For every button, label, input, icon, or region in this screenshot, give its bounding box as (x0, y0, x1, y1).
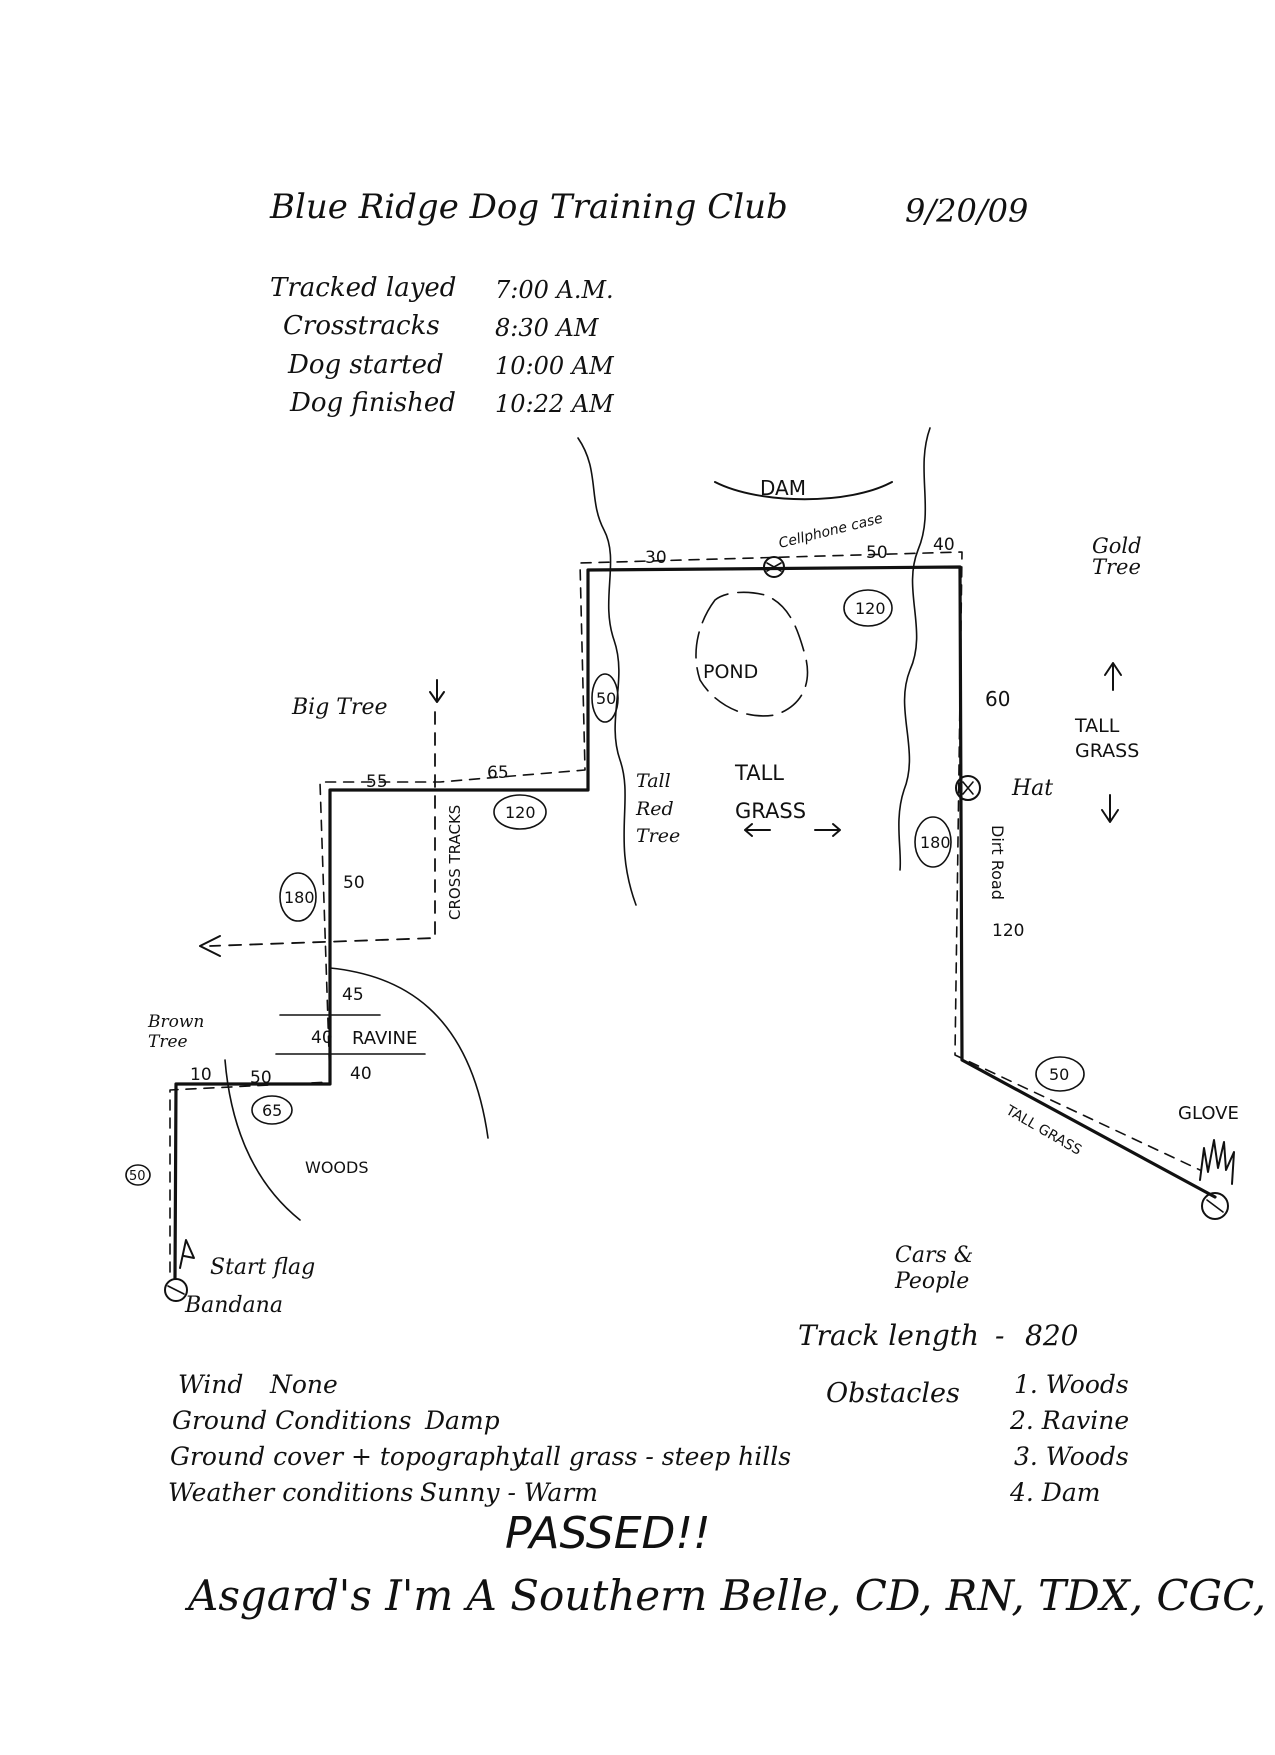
track-length-label: Track length (798, 1319, 980, 1352)
tree-line-left (577, 437, 637, 906)
woods-label: WOODS (305, 1158, 369, 1177)
turn-angle-label: 65 (262, 1101, 282, 1120)
bandana-marker (164, 1278, 188, 1302)
result-status: PASSED!! (505, 1508, 711, 1559)
big-tree-label: Big Tree (292, 695, 388, 720)
tree-line-right (898, 427, 931, 871)
time-label: Crosstracks (283, 311, 440, 341)
tall-grass-right-label: TALL GRASS (1075, 715, 1140, 762)
obstacle-item: 2. Ravine (1010, 1406, 1130, 1435)
distance-label: 55 (366, 772, 388, 792)
turn-ring (251, 1095, 293, 1125)
time-value: 8:30 AM (495, 314, 599, 342)
distance-label: 50 (866, 543, 888, 563)
turn-angle-label: 50 (129, 1169, 146, 1184)
ravine-curve (329, 967, 489, 1139)
dash: - (995, 1319, 1005, 1352)
distance-label: 45 (342, 985, 364, 1005)
dam-label: DAM (760, 476, 806, 500)
condition-value: tall grass - steep hills (520, 1442, 792, 1471)
obstacle-item: 1. Woods (1014, 1370, 1129, 1399)
distance-label: 50 (343, 873, 365, 893)
arrow (1101, 794, 1119, 823)
cross-tracks-label: CROSS TRACKS (446, 805, 464, 920)
turn-angle-label: 50 (1049, 1065, 1069, 1084)
ravine-label: RAVINE (352, 1028, 418, 1049)
turn-ring (493, 794, 547, 830)
turn-ring (914, 816, 952, 868)
turn-angle-label: 180 (920, 833, 951, 852)
arrow-head (199, 935, 221, 957)
brown-tree-label: Brown Tree (148, 1012, 205, 1053)
obstacle-item: 4. Dam (1010, 1478, 1101, 1507)
dog-track (173, 565, 1217, 1280)
turn-ring (125, 1164, 151, 1186)
time-label: Dog finished (290, 388, 456, 418)
crosstrack-line (209, 711, 436, 947)
start-flag-icon (179, 1239, 195, 1269)
pond-label: POND (703, 661, 758, 683)
arrow-head (429, 679, 445, 703)
pond-outline (695, 591, 809, 717)
condition-value: Sunny - Warm (420, 1478, 598, 1507)
distance-label: 65 (487, 763, 509, 783)
condition-label: Wind (178, 1370, 244, 1399)
obstacle-item: 3. Woods (1014, 1442, 1129, 1471)
turn-ring (1035, 1056, 1085, 1092)
distance-label: 50 (250, 1068, 272, 1088)
turn-ring (843, 589, 893, 627)
condition-label: Ground Conditions (172, 1406, 412, 1435)
glove-marker (1201, 1192, 1229, 1220)
club-title: Blue Ridge Dog Training Club (270, 187, 788, 227)
distance-label: 40 (311, 1028, 333, 1048)
hat-marker (955, 775, 981, 801)
track-length-value: 820 (1025, 1319, 1079, 1352)
turn-angle-label: 120 (855, 599, 886, 618)
tracklayer-track (169, 551, 1201, 1273)
time-label: Tracked layed (270, 273, 457, 303)
distance-label: 10 (190, 1065, 212, 1085)
glove-icon (1199, 1139, 1235, 1185)
condition-value: None (270, 1370, 338, 1399)
dam-arc (714, 481, 893, 501)
distance-label: 40 (350, 1064, 372, 1084)
dog-name: Asgard's I'm A Southern Belle, CD, RN, T… (188, 1571, 1275, 1620)
hat-label: Hat (1012, 776, 1054, 801)
time-value: 10:22 AM (495, 390, 614, 418)
condition-value: Damp (425, 1406, 500, 1435)
start-flag-label: Start flag (210, 1255, 316, 1280)
time-value: 10:00 AM (495, 352, 614, 380)
bandana-label: Bandana (185, 1293, 283, 1318)
arrow (814, 823, 841, 837)
condition-label: Weather conditions (168, 1478, 414, 1507)
dirt-road-label: Dirt Road (988, 825, 1007, 900)
turn-angle-label: 180 (284, 888, 315, 907)
distance-label: 30 (645, 548, 667, 568)
arrow (744, 823, 771, 837)
cars-people-label: Cars & People (895, 1243, 974, 1295)
glove-label: GLOVE (1178, 1103, 1239, 1124)
tall-red-tree-label: Tall Red Tree (636, 770, 681, 848)
turn-angle-label: 50 (596, 689, 616, 708)
track-date: 9/20/09 (905, 192, 1029, 230)
obstacles-label: Obstacles (826, 1378, 960, 1409)
cellphone-marker (763, 556, 785, 578)
turn-ring (279, 872, 317, 922)
time-value: 7:00 A.M. (495, 276, 614, 304)
condition-label: Ground cover + topography (170, 1442, 526, 1471)
arrow (1104, 662, 1122, 691)
woods-curve (224, 1059, 301, 1221)
turn-angle-label: 120 (505, 803, 536, 822)
distance-label: 40 (933, 535, 955, 555)
tall-grass-center-label: TALL GRASS (735, 761, 807, 823)
gold-tree-label: Gold Tree (1092, 534, 1142, 579)
distance-label: 120 (992, 921, 1024, 941)
turn-ring (591, 673, 619, 723)
time-label: Dog started (288, 350, 444, 380)
distance-label: 60 (985, 687, 1010, 711)
